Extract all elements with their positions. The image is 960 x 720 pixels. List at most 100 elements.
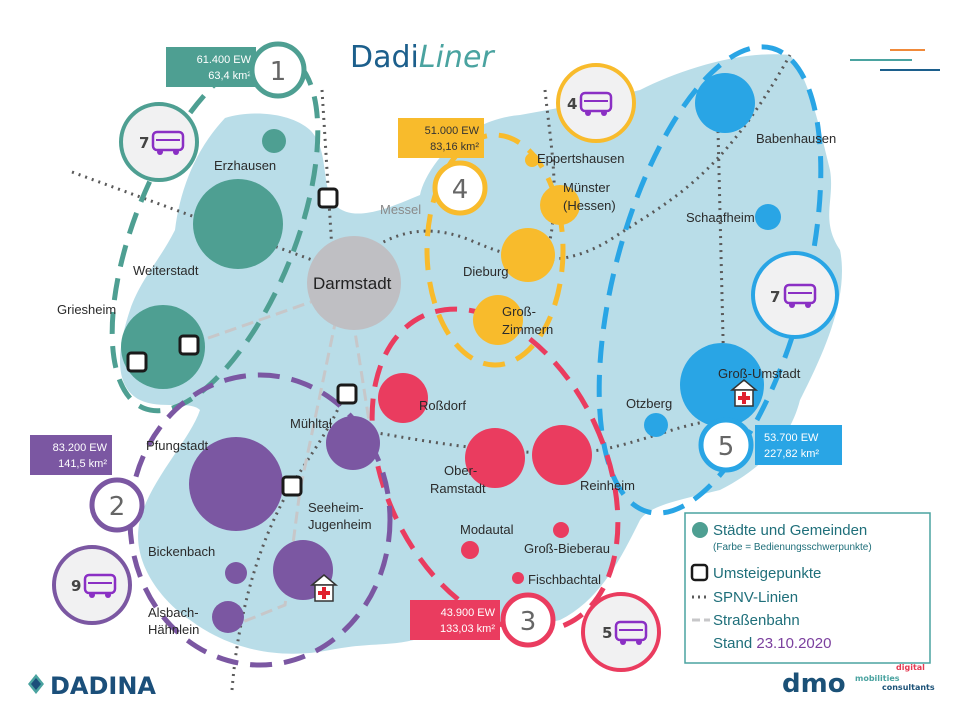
town-fischbachtal-dot — [512, 572, 524, 584]
label-muenster-2: (Hessen) — [563, 198, 616, 213]
zone-1-area: 63,4 km² — [208, 70, 251, 82]
zone-4-number-badge — [432, 160, 488, 216]
label-bickenbach: Bickenbach — [148, 544, 215, 559]
bus-icon — [579, 91, 613, 116]
label-rossdorf: Roßdorf — [419, 398, 466, 413]
label-dieburg: Dieburg — [463, 264, 509, 279]
zone-1-bus-badge — [119, 102, 199, 182]
zone-5-bus-count: 7 — [770, 288, 780, 306]
town-muenster-dot — [540, 185, 580, 225]
dmo-logo: dmo mobilities digital consultants — [782, 663, 935, 699]
label-ober-ramstadt-1: Ober- — [444, 463, 477, 478]
town-pfungstadt-dot — [189, 437, 283, 531]
zone-4-bus-count: 4 — [567, 95, 577, 113]
town-otzberg-dot — [644, 413, 668, 437]
legend-cities-note: (Farbe = Bedienungsschwerpunkte) — [713, 542, 872, 553]
zone-5-bus-badge — [751, 251, 839, 339]
zone-2-number-badge — [89, 477, 145, 533]
bus-icon — [614, 620, 648, 645]
town-eppertshausen-dot — [525, 153, 539, 167]
town-gross-bieberau-dot — [553, 522, 569, 538]
rail-line-north — [320, 89, 334, 251]
dadina-logo-text: DADINA — [50, 672, 156, 700]
transfer-points — [126, 187, 358, 497]
label-eppertshausen: Eppertshausen — [537, 151, 624, 166]
label-messel: Messel — [380, 202, 421, 217]
bus-icon — [783, 283, 817, 308]
label-erzhausen: Erzhausen — [214, 158, 276, 173]
legend-box — [684, 512, 931, 664]
zone-2-group: 83.200 EW 141,5 km² 2 9 — [30, 435, 145, 625]
town-weiterstadt-dot — [193, 179, 283, 269]
zone-2-boundary — [127, 372, 393, 668]
label-grosszimmern-1: Groß- — [502, 304, 536, 319]
label-reinheim: Reinheim — [580, 478, 635, 493]
zone-2-population: 83.200 EW — [53, 442, 108, 454]
zone-1-group: 61.400 EW 63,4 km² 1 7 — [119, 41, 307, 182]
label-grossumstadt: Groß-Umstadt — [718, 366, 801, 381]
zone-5-number: 5 — [718, 432, 735, 462]
legend-transfer-icon — [690, 563, 709, 582]
label-griesheim: Griesheim — [57, 302, 116, 317]
town-erzhausen-dot — [262, 129, 286, 153]
zone-3-group: 43.900 EW 133,03 km² 3 5 — [410, 592, 661, 672]
legend-stand: Stand 23.10.2020 — [713, 635, 831, 652]
zone-2-bus-count: 9 — [71, 577, 81, 595]
town-schaafheim-dot — [755, 204, 781, 230]
town-darmstadt-dot — [307, 236, 401, 330]
label-darmstadt: Darmstadt — [313, 274, 392, 293]
label-pfungstadt: Pfungstadt — [146, 438, 209, 453]
legend: Städte und Gemeinden (Farbe = Bedienungs… — [684, 512, 931, 664]
label-babenhausen: Babenhausen — [756, 131, 836, 146]
label-ober-ramstadt-2: Ramstadt — [430, 481, 486, 496]
legend-cities-label: Städte und Gemeinden — [713, 522, 867, 539]
zone-3-area: 133,03 km² — [440, 623, 495, 635]
zone-4-stats-box — [398, 118, 484, 158]
rail-line-odenwald — [359, 418, 726, 455]
town-alsbach-haehnlein-dot — [212, 601, 244, 633]
zone-1-number-badge — [249, 41, 307, 99]
label-grosszimmern-2: Zimmern — [502, 322, 553, 337]
legend-transfer-label: Umsteigepunkte — [713, 565, 821, 582]
zone-2-stats-box — [30, 435, 112, 475]
town-modautal-dot — [461, 541, 479, 559]
label-schaafheim: Schaafheim — [686, 210, 755, 225]
label-muenster-1: Münster — [563, 180, 611, 195]
label-otzberg: Otzberg — [626, 396, 672, 411]
legend-city-swatch — [692, 522, 708, 538]
zone-3-number: 3 — [520, 607, 537, 637]
label-seeheim-2: Jugenheim — [308, 517, 372, 532]
dmo-mobilities-text: mobilities — [855, 674, 900, 683]
dmo-logo-text: dmo — [782, 669, 846, 699]
zone-5-population: 53.700 EW — [764, 432, 819, 444]
zone-2-bus-badge — [52, 545, 132, 625]
transfer-point-icon — [336, 383, 358, 405]
dadina-logo: DADINA — [28, 672, 156, 700]
zone-3-number-badge — [500, 592, 556, 648]
label-fischbachtal: Fischbachtal — [528, 572, 601, 587]
town-bickenbach-dot — [225, 562, 247, 584]
label-weiterstadt: Weiterstadt — [133, 263, 199, 278]
label-gross-bieberau: Groß-Bieberau — [524, 541, 610, 556]
zone-4-area: 83,16 km² — [430, 141, 479, 153]
transfer-point-icon — [317, 187, 339, 209]
label-alsbach-2: Hähnlein — [148, 622, 199, 637]
town-rossdorf-dot — [378, 373, 428, 423]
label-muehltal: Mühltal — [290, 416, 332, 431]
label-seeheim-1: Seeheim- — [308, 500, 364, 515]
town-reinheim-dot — [532, 425, 592, 485]
legend-rail-label: SPNV-Linien — [713, 589, 798, 606]
dmo-digital-text: digital — [896, 663, 925, 672]
zone-4-boundary — [424, 132, 566, 368]
zone-5-number-badge — [698, 417, 754, 473]
town-labels: Erzhausen Weiterstadt Griesheim Darmstad… — [57, 131, 836, 637]
zone-1-number: 1 — [270, 57, 287, 87]
dmo-consultants-text: consultants — [882, 683, 935, 692]
town-muehltal-dot — [326, 416, 380, 470]
zone-1-stats-box — [166, 47, 256, 87]
zone-3-bus-count: 5 — [602, 624, 612, 642]
zone-1-population: 61.400 EW — [197, 54, 252, 66]
transfer-point-icon — [281, 475, 303, 497]
map-title: DadiLiner — [350, 40, 495, 75]
